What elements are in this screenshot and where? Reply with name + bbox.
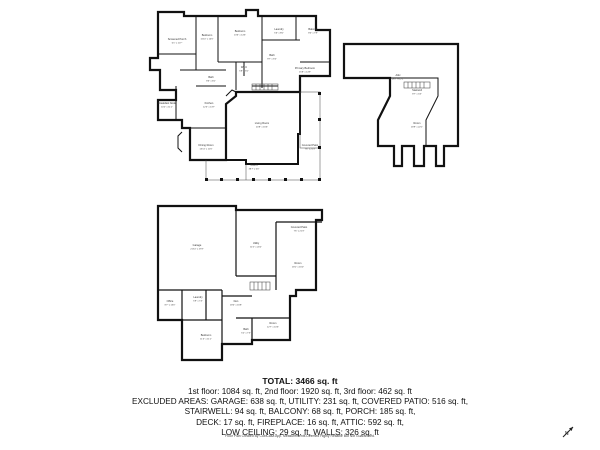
room-label: Attic bbox=[395, 73, 401, 77]
room-dim: 18'9" x 22'1" bbox=[411, 127, 423, 129]
room-label: Bath bbox=[243, 327, 249, 331]
room-dim: 26'7" x 12'2" bbox=[392, 79, 404, 81]
room-label: Breakfast Nook bbox=[158, 101, 176, 105]
room-label: Laundry bbox=[193, 295, 203, 299]
room-dim: 38'7" x 6'0" bbox=[249, 169, 260, 171]
excluded-areas-line: EXCLUDED AREAS: GARAGE: 638 sq. ft, UTIL… bbox=[132, 397, 468, 407]
excluded-areas-line-2: STAIRWELL: 94 sq. ft, BALCONY: 68 sq. ft… bbox=[184, 407, 416, 417]
room-dim: 15'8" x 14'9" bbox=[299, 72, 311, 74]
room-dim: 20'8" x 16'6" bbox=[256, 127, 268, 129]
total-area: TOTAL: 3466 sq. ft bbox=[262, 376, 338, 386]
area-summary: TOTAL: 3466 sq. ft 1st floor: 1084 sq. f… bbox=[0, 376, 600, 438]
room-label: Balcony bbox=[308, 27, 318, 31]
excluded-areas-line-4: LOW CEILING: 29 sq. ft, WALLS: 326 sq. f… bbox=[221, 427, 379, 437]
room-label: Bath bbox=[208, 75, 214, 79]
room-dim: 7'6" x 21'3" bbox=[294, 231, 305, 233]
room-dim: 8'7" x 13'0" bbox=[165, 305, 176, 307]
room-dim: 12'5" x 13'7" bbox=[203, 107, 215, 109]
room-dim: 21'10" x 27'8" bbox=[190, 249, 203, 251]
room-dim: 18'0" x 16'8" bbox=[230, 305, 242, 307]
room-dim: 10'2" x 11'1" bbox=[161, 107, 173, 109]
room-label: Screened Porch bbox=[168, 37, 187, 41]
compass-icon: N bbox=[562, 426, 574, 438]
room-dim: 8'6" x 6'0" bbox=[206, 81, 216, 83]
room-label: Bath bbox=[269, 53, 275, 57]
room-label: Laundry bbox=[274, 27, 284, 31]
room-dim: 5'9" x 7'4" bbox=[193, 301, 203, 303]
room-dim: 7'6" x 21'3" bbox=[305, 149, 316, 151]
room-dim: 13'6" x 14'6" bbox=[234, 35, 246, 37]
room-dim: 6'1" x 11'7" bbox=[172, 43, 183, 45]
room-dim: 13'11" x 11'6" bbox=[200, 149, 213, 151]
room-label: Covered Patio bbox=[291, 225, 308, 229]
room-label: Porch bbox=[251, 163, 258, 167]
room-label: W.I.C bbox=[241, 65, 247, 69]
room-label: Kitchen bbox=[205, 101, 214, 105]
compass-label: N bbox=[565, 431, 569, 437]
room-label: Bedroom bbox=[202, 33, 213, 37]
room-dim: 5'2" x 7'3" bbox=[241, 333, 251, 335]
room-label: Den bbox=[234, 299, 239, 303]
room-label: Bedroom bbox=[201, 333, 212, 337]
room-dim: 11'5" x 11'1" bbox=[200, 339, 212, 341]
room-label: Office bbox=[167, 299, 174, 303]
third-floor-plan bbox=[342, 42, 460, 168]
room-dim: 11'5" x 20'2" bbox=[250, 247, 262, 249]
room-dim: 8'0" x 7'8" bbox=[308, 33, 318, 35]
room-dim: 8'7" x 3'4" bbox=[412, 94, 422, 96]
room-label: Dining Room bbox=[199, 143, 214, 147]
room-label: Primary Bedroom bbox=[295, 66, 315, 70]
room-label: Room bbox=[295, 261, 302, 265]
room-dim: 11'10" x 14'5" bbox=[200, 39, 213, 41]
room-dim: 12'7" x 10'6" bbox=[267, 327, 279, 329]
room-label: Garage bbox=[193, 243, 202, 247]
room-dim: 18'1" x 16'0" bbox=[292, 267, 304, 269]
second-floor-plan bbox=[148, 8, 332, 181]
disclaimer-footer: Floor Plan Created By CubiCasa App. Meas… bbox=[225, 434, 375, 438]
room-label: Living Room bbox=[255, 121, 269, 125]
room-label: Utility bbox=[253, 241, 260, 245]
first-floor-labels: Garage 21'10" x 27'8" Utility 11'5" x 20… bbox=[165, 225, 308, 341]
room-label: Stairwell bbox=[412, 88, 422, 92]
second-floor-labels: Screened Porch 6'1" x 11'7" Bedroom 11'1… bbox=[158, 27, 319, 171]
room-label: Room bbox=[414, 121, 421, 125]
floor-areas-line: 1st floor: 1084 sq. ft, 2nd floor: 1920 … bbox=[188, 387, 412, 396]
first-floor-plan bbox=[156, 204, 324, 362]
room-dim: 5'8" x 5'0" bbox=[239, 71, 249, 73]
room-label: Bedroom bbox=[235, 29, 246, 33]
excluded-areas-line-3: DECK: 17 sq. ft, FIREPLACE: 16 sq. ft, A… bbox=[196, 417, 404, 427]
room-label: Covered Patio bbox=[302, 143, 319, 147]
third-floor-labels: Attic 26'7" x 12'2" Stairwell 8'7" x 3'4… bbox=[392, 73, 423, 129]
room-dim: 9'7" x 5'6" bbox=[267, 59, 277, 61]
room-dim: 5'6" x 8'0" bbox=[274, 33, 284, 35]
room-label: Room bbox=[270, 321, 277, 325]
